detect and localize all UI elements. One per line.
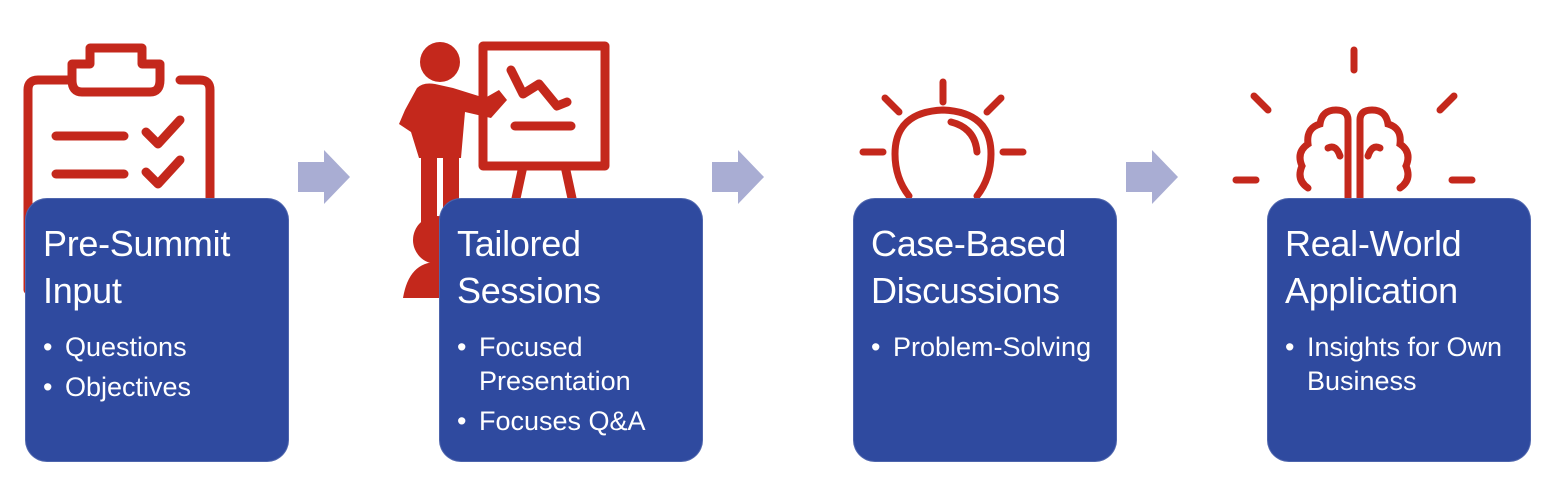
step-card-case-based-discussions: Case-Based Discussions Problem-Solving bbox=[853, 198, 1117, 462]
bullet-item: Problem-Solving bbox=[871, 330, 1099, 364]
step-title: Real-World Application bbox=[1285, 220, 1513, 314]
step-title: Tailored Sessions bbox=[457, 220, 685, 314]
flow-arrow-2 bbox=[712, 150, 768, 204]
step-title-line2: Sessions bbox=[457, 270, 601, 311]
lightbulb-icon bbox=[855, 78, 1035, 308]
flow-arrow-3 bbox=[1126, 150, 1182, 204]
step-title-line1: Tailored bbox=[457, 223, 581, 264]
step-title-line1: Real-World bbox=[1285, 223, 1462, 264]
bullet-item: Objectives bbox=[43, 370, 271, 404]
step-bullet-list: Problem-Solving bbox=[871, 330, 1099, 364]
flow-arrow-1 bbox=[298, 150, 354, 204]
clipboard-checklist-icon bbox=[20, 40, 220, 300]
step-title-line2: Input bbox=[43, 270, 122, 311]
bullet-item: Insights for Own Business bbox=[1285, 330, 1513, 398]
step-title-line2: Application bbox=[1285, 270, 1458, 311]
step-bullet-list: Insights for Own Business bbox=[1285, 330, 1513, 398]
bullet-item: Focused Presentation bbox=[457, 330, 685, 398]
brain-idea-icon bbox=[1232, 46, 1482, 202]
step-title: Pre-Summit Input bbox=[43, 220, 271, 314]
bullet-item: Focuses Q&A bbox=[457, 404, 685, 438]
bullet-item: Questions bbox=[43, 330, 271, 364]
step-card-pre-summit-input: Pre-Summit Input Questions Objectives bbox=[25, 198, 289, 462]
step-bullet-list: Focused Presentation Focuses Q&A bbox=[457, 330, 685, 438]
step-title-line1: Pre-Summit bbox=[43, 223, 231, 264]
step-card-real-world-application: Real-World Application Insights for Own … bbox=[1267, 198, 1531, 462]
step-title: Case-Based Discussions bbox=[871, 220, 1099, 314]
step-bullet-list: Questions Objectives bbox=[43, 330, 271, 404]
step-title-line1: Case-Based bbox=[871, 223, 1067, 264]
step-title-line2: Discussions bbox=[871, 270, 1060, 311]
step-card-tailored-sessions: Tailored Sessions Focused Presentation F… bbox=[439, 198, 703, 462]
